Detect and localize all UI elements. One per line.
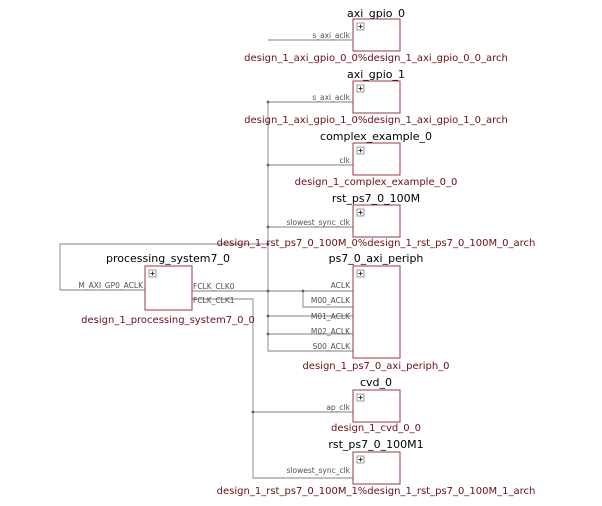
instance-name: design_1_complex_example_0_0 — [295, 177, 458, 188]
block-processing-system7-0[interactable]: processing_system7_0 M_AXI_GP0_ACLK FCLK… — [78, 252, 254, 326]
pin-label: FCLK_CLK1 — [193, 296, 235, 305]
instance-name: design_1_ps7_0_axi_periph_0 — [302, 361, 449, 372]
block-title: processing_system7_0 — [106, 252, 230, 265]
pin-label: s_axi_aclk — [312, 93, 350, 102]
block-title: cvd_0 — [360, 376, 392, 389]
pin-label: M02_ACLK — [311, 327, 351, 336]
pin-label: s_axi_aclk — [312, 31, 350, 40]
net-junction — [266, 332, 270, 336]
net-junction — [266, 289, 270, 293]
net-junction — [266, 314, 270, 318]
plus-box-icon[interactable] — [356, 455, 365, 464]
block-axi-gpio-1[interactable]: axi_gpio_1 s_axi_aclk design_1_axi_gpio_… — [244, 68, 508, 126]
nets — [59, 100, 353, 479]
net-junction — [301, 289, 305, 293]
plus-box-icon[interactable] — [356, 84, 365, 93]
block-rst-ps7-0-100m1[interactable]: rst_ps7_0_100M1 slowest_sync_clk design_… — [217, 438, 536, 497]
block-title: axi_gpio_1 — [347, 68, 405, 81]
net-fclk-clk1[interactable] — [192, 298, 353, 479]
instance-name: design_1_processing_system7_0_0 — [81, 315, 255, 326]
plus-box-icon[interactable] — [356, 269, 365, 278]
plus-box-icon[interactable] — [356, 146, 365, 155]
net-fclk-clk0[interactable] — [59, 100, 353, 352]
net-junction — [266, 163, 270, 167]
net-junction — [266, 225, 270, 229]
pin-label: ap_clk — [326, 403, 350, 412]
block-title: rst_ps7_0_100M — [332, 192, 420, 205]
block-title: axi_gpio_0 — [347, 7, 405, 20]
pin-label: M00_ACLK — [311, 296, 351, 305]
block-title: rst_ps7_0_100M1 — [328, 438, 423, 451]
block-title: complex_example_0 — [320, 130, 432, 143]
block-axi-gpio-0[interactable]: axi_gpio_0 s_axi_aclk design_1_axi_gpio_… — [244, 7, 508, 64]
pin-label: S00_ACLK — [313, 342, 351, 351]
plus-box-icon[interactable] — [356, 208, 365, 217]
pin-label: M_AXI_GP0_ACLK — [78, 281, 144, 290]
pin-label: FCLK_CLK0 — [193, 282, 235, 291]
block-ps7-0-axi-periph[interactable]: ps7_0_axi_periph ACLK M00_ACLK M01_ACLK … — [302, 252, 449, 372]
block-body[interactable] — [352, 265, 401, 359]
pin-label: clk — [339, 156, 350, 165]
net-junction — [266, 242, 270, 246]
net-junction — [266, 100, 270, 104]
block-rst-ps7-0-100m[interactable]: rst_ps7_0_100M slowest_sync_clk design_1… — [217, 192, 536, 249]
plus-box-icon[interactable] — [356, 393, 365, 402]
block-cvd-0[interactable]: cvd_0 ap_clk design_1_cvd_0_0 — [326, 376, 421, 434]
instance-name: design_1_cvd_0_0 — [331, 423, 421, 434]
pin-label: M01_ACLK — [311, 312, 351, 321]
instance-name: design_1_axi_gpio_1_0%design_1_axi_gpio_… — [244, 115, 508, 126]
pin-label: ACLK — [331, 281, 351, 290]
block-body[interactable] — [352, 80, 401, 114]
net-junction — [251, 410, 255, 414]
block-title: ps7_0_axi_periph — [329, 252, 424, 265]
pin-label: slowest_sync_clk — [287, 466, 351, 475]
instance-name: design_1_rst_ps7_0_100M_1%design_1_rst_p… — [217, 486, 536, 497]
instance-name: design_1_rst_ps7_0_100M_0%design_1_rst_p… — [217, 238, 536, 249]
pin-label: slowest_sync_clk — [287, 218, 351, 227]
block-complex-example-0[interactable]: complex_example_0 clk design_1_complex_e… — [295, 130, 458, 188]
plus-box-icon[interactable] — [356, 22, 365, 31]
instance-name: design_1_axi_gpio_0_0%design_1_axi_gpio_… — [244, 53, 508, 64]
plus-box-icon[interactable] — [148, 269, 157, 278]
